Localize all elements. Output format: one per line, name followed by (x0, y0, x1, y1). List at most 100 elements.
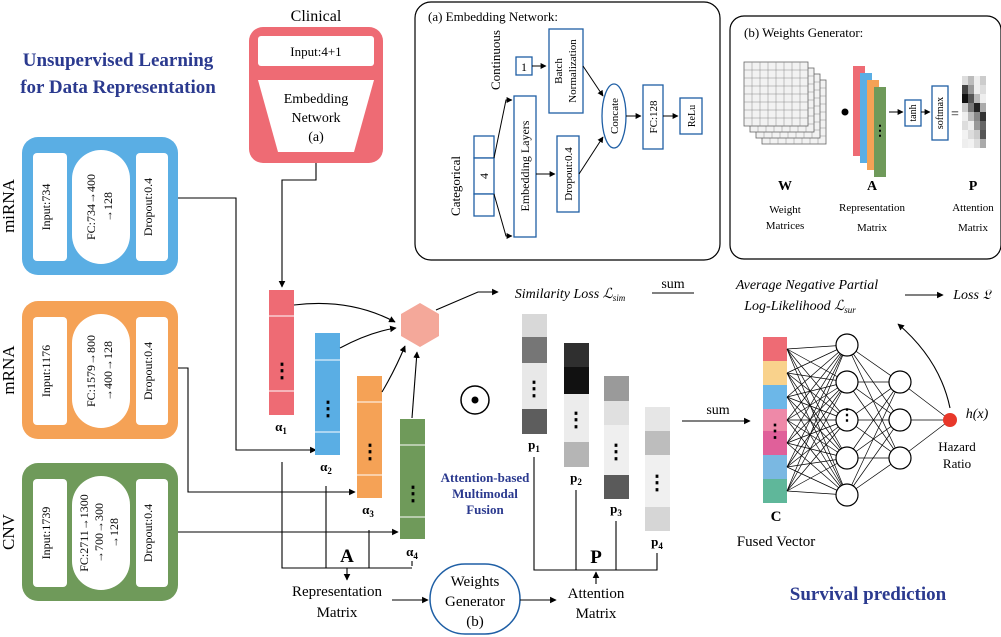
hexagon-connectors (293, 288, 499, 419)
attention-cell (980, 139, 986, 148)
similarity-hexagon (401, 303, 439, 347)
alpha-vector-2 (315, 333, 340, 455)
weights-gen-label: Generator (445, 594, 505, 610)
svg-text:Matrices: Matrices (766, 220, 804, 232)
svg-text:P: P (969, 179, 978, 194)
hazard-label: Ratio (943, 456, 971, 471)
nn-edge (786, 344, 848, 492)
alpha-label-1: α1 (275, 419, 287, 436)
attention-cell (980, 85, 986, 94)
encoder-input: Input:1739 (39, 507, 53, 560)
avg-loss-line2: Log-Likelihood ℒsur (743, 299, 856, 315)
sum-fusion-label: sum (706, 403, 729, 418)
attention-cell (974, 112, 980, 121)
attention-cell (962, 85, 968, 94)
nn-node (835, 333, 859, 357)
p-dots: ⋮ (524, 378, 544, 400)
p-vector-3 (604, 376, 629, 499)
attention-cell (962, 130, 968, 139)
categorical-label: Categorical (448, 156, 463, 216)
p-dots: ⋮ (606, 441, 626, 463)
encoder-connectors (178, 163, 399, 536)
encoder-input: Input:734 (39, 184, 53, 231)
encoder-fc: →128 (107, 518, 121, 548)
p-vector-1 (522, 314, 547, 434)
encoder-input: Input:1176 (39, 345, 53, 397)
clinical-branch: Clinical Input:4+1 Embedding Network (a) (249, 8, 383, 163)
nn-edge (786, 419, 848, 468)
attention-cell (980, 130, 986, 139)
svg-text:Normalization: Normalization (567, 39, 579, 103)
continuous-label: Continuous (488, 30, 503, 90)
alpha-dots: ⋮ (318, 398, 338, 420)
nn-node (835, 370, 859, 394)
nn-node (888, 446, 912, 470)
encoder-fc: →400→128 (101, 341, 115, 401)
alpha-label-4: α4 (406, 544, 418, 561)
fused-vector (763, 337, 787, 503)
weight-matrices-icon (743, 61, 827, 145)
encoder-fc: FC:2711→1300 (77, 494, 91, 572)
fusion-label: Fusion (466, 502, 504, 517)
encoder-dropout: Dropout:0.4 (141, 504, 155, 562)
headline-line1: Unsupervised Learning (23, 50, 214, 71)
alpha-label-3: α3 (362, 502, 374, 519)
dot-product-icon (841, 108, 849, 116)
svg-text:tanh: tanh (908, 104, 919, 121)
svg-text:Embedding Layers: Embedding Layers (518, 120, 532, 211)
nn-node (888, 370, 912, 394)
encoder-cnv: CNV Input:1739 FC:2711→1300 →700→300 →12… (0, 463, 178, 601)
hazard-label: Hazard (938, 439, 976, 454)
nn-edge (786, 344, 848, 468)
C-label: C (771, 509, 782, 525)
svg-text:ReLu: ReLu (687, 105, 698, 127)
attention-cell (974, 103, 980, 112)
attention-cell (974, 76, 980, 85)
attention-cell (962, 112, 968, 121)
rep-matrix-label: Representation (292, 584, 382, 600)
fused-dots: ⋮ (766, 421, 784, 441)
encoder-fc: →700→300 (92, 503, 106, 563)
clinical-net-label: Network (292, 111, 341, 126)
nn-edge (786, 381, 848, 421)
bracket-A (281, 462, 413, 581)
nn-edge (786, 381, 848, 444)
fusion-label: Attention-based (441, 470, 531, 485)
attention-cell (962, 139, 968, 148)
encoder-fc: FC:734→400 (84, 174, 98, 240)
hx-label: h(x) (966, 407, 989, 422)
attention-cell (968, 130, 974, 139)
nn-edge (846, 344, 901, 459)
hazard-node (943, 413, 957, 427)
p-vector-4 (645, 407, 670, 531)
p-dots: ⋮ (566, 409, 586, 431)
encoder-name: miRNA (0, 178, 18, 233)
representation-matrix-icon (853, 66, 886, 177)
attention-cell (962, 121, 968, 130)
attention-cell (968, 76, 974, 85)
attention-cell (968, 139, 974, 148)
svg-text:A: A (867, 179, 878, 194)
nn-edge (786, 372, 848, 421)
weights-gen-label: Weights (451, 574, 500, 590)
svg-text:=: = (951, 107, 959, 122)
encoder-dropout: Dropout:0.4 (141, 178, 155, 236)
svg-text:Matrix: Matrix (958, 222, 988, 234)
nn-edge (846, 381, 901, 496)
sum-label: sum (661, 277, 684, 292)
nn-edge (786, 381, 848, 492)
encoder-name: mRNA (0, 345, 18, 395)
bracket-P (533, 457, 658, 584)
attention-cell (974, 139, 980, 148)
A-label: A (340, 546, 354, 567)
encoder-fc: FC:1579→800 (84, 335, 98, 407)
nn-node (835, 446, 859, 470)
svg-text:Matrix: Matrix (857, 222, 887, 234)
nn-edge (846, 381, 901, 459)
svg-text:Weight: Weight (769, 204, 801, 216)
weights-panel-title: (b) Weights Generator: (744, 25, 863, 40)
alpha-vector-4 (400, 419, 425, 539)
nn-node (835, 408, 859, 432)
nn-edge (846, 344, 901, 421)
weights-gen-label: (b) (466, 614, 484, 630)
